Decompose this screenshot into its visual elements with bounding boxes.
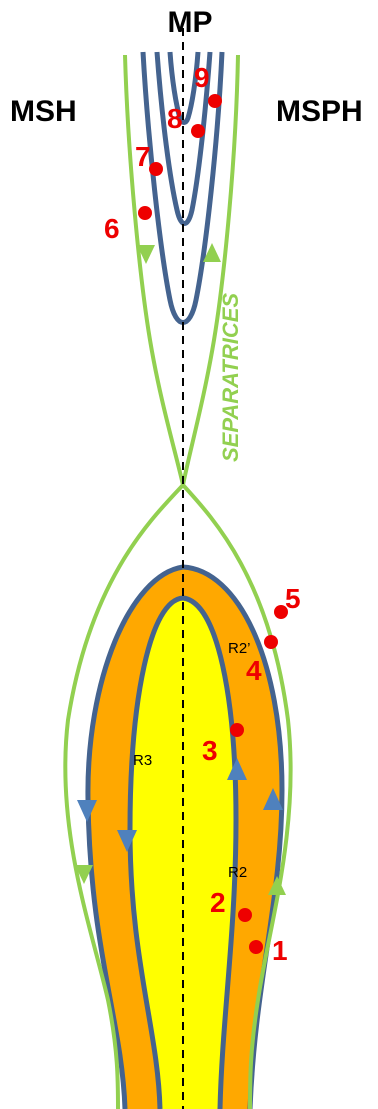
point-label-8: 8 bbox=[167, 103, 183, 134]
arrow-green-top-left bbox=[137, 245, 155, 264]
marker-5 bbox=[274, 605, 288, 619]
arrow-blue-left-outer bbox=[77, 800, 97, 822]
label-msph: MSPH bbox=[276, 95, 363, 128]
point-label-3: 3 bbox=[202, 735, 218, 766]
label-mp: MP bbox=[168, 6, 213, 39]
point-label-6: 6 bbox=[104, 213, 120, 244]
arrow-blue-left-inner bbox=[117, 830, 137, 852]
yellow-region bbox=[130, 598, 236, 1109]
point-label-9: 9 bbox=[194, 62, 210, 93]
arrow-green-bottom-right bbox=[268, 876, 286, 895]
open-field-line-inner bbox=[167, 51, 201, 125]
marker-1 bbox=[249, 940, 263, 954]
label-r2-prime: R2’ bbox=[228, 640, 251, 657]
arrow-green-top-right bbox=[203, 243, 221, 262]
point-label-7: 7 bbox=[135, 141, 151, 172]
label-r3: R3 bbox=[133, 752, 152, 769]
marker-9 bbox=[208, 94, 222, 108]
inner-closed-field-line bbox=[127, 595, 239, 1109]
marker-8 bbox=[191, 124, 205, 138]
point-label-2: 2 bbox=[210, 887, 226, 918]
arrow-green-bottom-left bbox=[75, 865, 93, 884]
arrow-blue-right-outer bbox=[263, 788, 283, 810]
marker-4 bbox=[264, 635, 278, 649]
label-separatrices: SEPARATRICES bbox=[218, 293, 243, 462]
point-label-4: 4 bbox=[246, 655, 262, 686]
point-label-5: 5 bbox=[285, 583, 301, 614]
separatrix-left bbox=[63, 54, 186, 1109]
marker-2 bbox=[238, 908, 252, 922]
marker-6 bbox=[138, 206, 152, 220]
point-label-1: 1 bbox=[272, 935, 288, 966]
label-r2: R2 bbox=[228, 864, 247, 881]
marker-3 bbox=[230, 723, 244, 737]
label-msh: MSH bbox=[10, 95, 77, 128]
marker-7 bbox=[149, 162, 163, 176]
arrow-blue-right-inner bbox=[227, 758, 247, 780]
separatrix-right bbox=[180, 54, 293, 1109]
